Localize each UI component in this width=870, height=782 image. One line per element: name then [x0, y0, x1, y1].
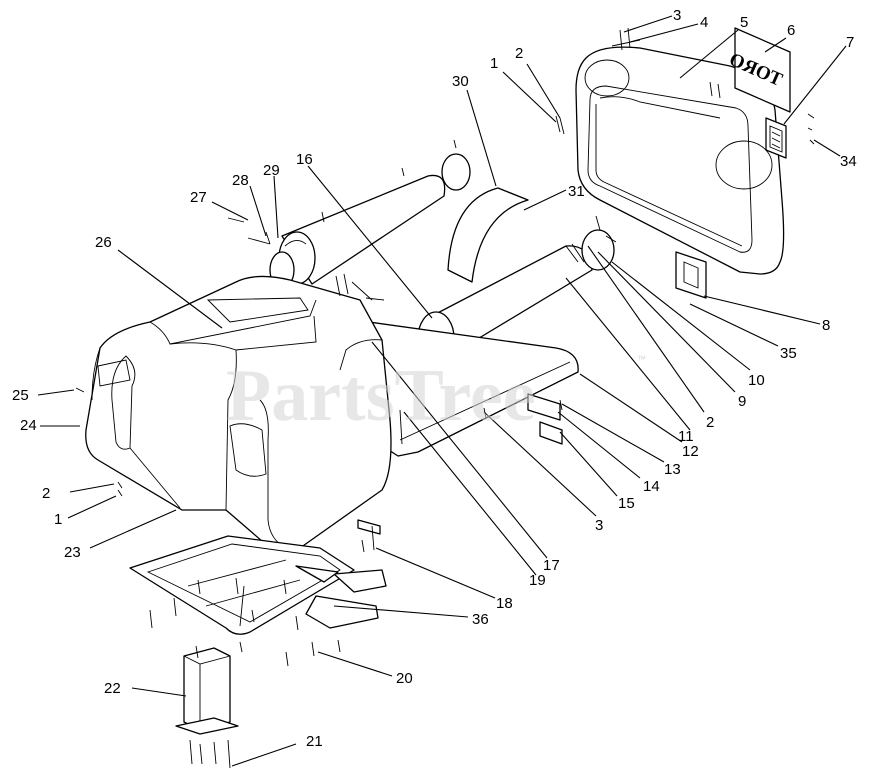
curved-shield	[447, 187, 529, 283]
callout-30: 30	[452, 73, 469, 90]
callout-28: 28	[232, 172, 249, 189]
callout-29: 29	[263, 162, 280, 179]
callout-20: 20	[396, 670, 413, 687]
callout-25: 25	[12, 387, 29, 404]
callout-34: 34	[840, 153, 857, 170]
callout-1-left: 1	[54, 511, 62, 528]
callout-24: 24	[20, 417, 37, 434]
callout-19: 19	[529, 572, 546, 589]
callout-13: 13	[664, 461, 681, 478]
callout-26: 26	[95, 234, 112, 251]
callout-1: 1	[490, 55, 498, 72]
callout-8: 8	[822, 317, 830, 334]
callout-21: 21	[306, 733, 323, 750]
callout-17: 17	[543, 557, 560, 574]
callout-36: 36	[472, 611, 489, 628]
mount-bracket	[675, 251, 707, 299]
callout-11: 11	[678, 428, 694, 445]
watermark: PartsTree	[226, 355, 536, 437]
callout-18: 18	[496, 595, 513, 612]
callout-2-right: 2	[706, 414, 714, 431]
watermark-trademark: ™	[637, 354, 646, 364]
callout-10: 10	[748, 372, 765, 389]
callout-3-lower: 3	[595, 517, 603, 534]
rear-panel	[575, 46, 785, 275]
callout-12: 12	[682, 443, 699, 460]
callout-4: 4	[700, 14, 708, 31]
callout-7: 7	[846, 34, 854, 51]
front-hood	[85, 275, 392, 553]
under-frame	[129, 519, 387, 635]
callout-3: 3	[673, 7, 681, 24]
callout-2: 2	[515, 45, 523, 62]
callout-2-left: 2	[42, 485, 50, 502]
callout-27: 27	[190, 189, 207, 206]
leader-lines	[37, 15, 847, 767]
callout-labels: 1 2 3 4 5 6 7 34 8 35 10 9 2 11 12 13 14…	[12, 7, 857, 750]
callout-15: 15	[618, 495, 635, 512]
upper-muffler	[269, 153, 471, 289]
callout-31: 31	[568, 183, 585, 200]
callout-14: 14	[643, 478, 660, 495]
callout-16: 16	[296, 151, 313, 168]
callout-35: 35	[780, 345, 797, 362]
latch-bracket	[765, 117, 787, 159]
toro-decal: TORO	[726, 27, 791, 113]
callout-23: 23	[64, 544, 81, 561]
callout-5: 5	[740, 14, 748, 31]
callout-9: 9	[738, 393, 746, 410]
callout-6: 6	[787, 22, 795, 39]
callout-22: 22	[104, 680, 121, 697]
fastener-hardware	[75, 27, 815, 769]
support-post	[175, 647, 239, 735]
